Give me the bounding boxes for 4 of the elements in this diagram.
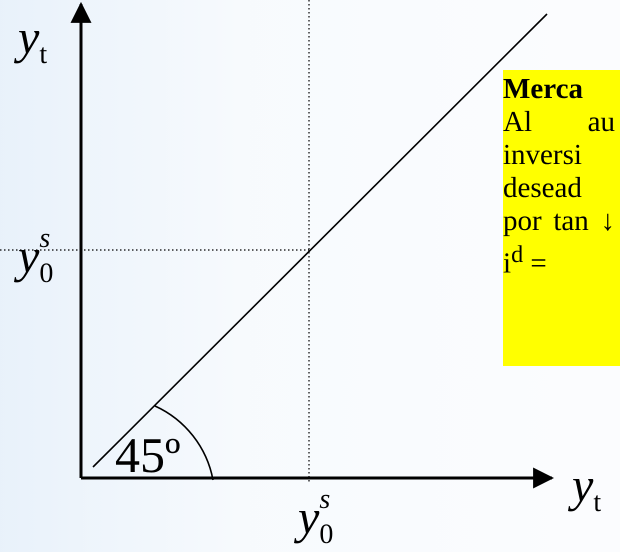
- note-heading: Merca: [503, 72, 584, 106]
- angle-label: 45º: [115, 430, 181, 480]
- note-box: [503, 70, 620, 366]
- note-text: Al au inversi desead por tan ↓ i$^{d}$ =: [503, 106, 615, 281]
